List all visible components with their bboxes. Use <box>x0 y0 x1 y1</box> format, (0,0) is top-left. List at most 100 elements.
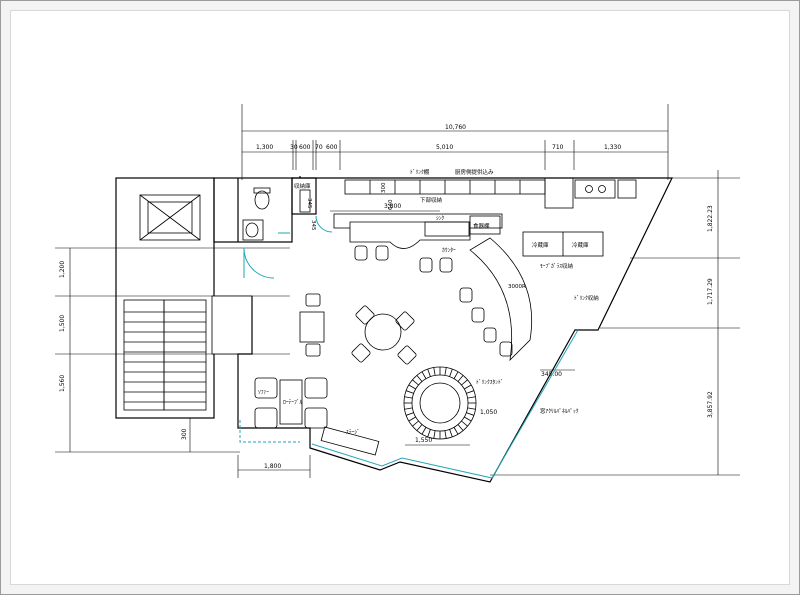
stand-tick <box>412 379 419 386</box>
dim-circle: 1,050 <box>480 409 497 416</box>
stair-landing-wall <box>211 295 253 355</box>
dim-right-3: 3,857.92 <box>707 391 714 418</box>
sofa-chair <box>304 377 328 399</box>
stand-tick <box>466 390 474 394</box>
drawing-sheet <box>10 10 790 585</box>
stand-tick <box>467 407 476 410</box>
stair-treads <box>124 311 206 403</box>
chair <box>351 343 371 363</box>
label-lower-storage: 下部収納 <box>420 196 443 204</box>
stool <box>354 245 368 261</box>
toilet-icon <box>254 190 270 210</box>
stool <box>459 287 473 303</box>
stand-tick <box>427 369 431 377</box>
label-storage: 収納庫 <box>294 182 311 190</box>
stair-core <box>115 177 253 419</box>
stand-tick <box>457 375 464 382</box>
label-mop-storage: ﾓｰﾌﾟｶﾞﾗｽ収納 <box>540 262 574 270</box>
stove-icon <box>574 179 616 199</box>
stool <box>375 245 389 261</box>
dim-bottom-mid: 1,550 <box>415 437 432 444</box>
drink-stand: ﾄﾞﾘﾝｸｽﾀﾝﾄﾞ <box>403 366 504 440</box>
stand-tick <box>421 427 427 435</box>
stand-tick <box>464 416 472 422</box>
stand-tick <box>427 429 431 437</box>
stair-flight-right <box>163 299 207 411</box>
dim-left-1: 1,200 <box>59 261 66 278</box>
sofa-lounge: ｿﾌｧｰ ﾛｰﾃｰﾌﾞﾙ <box>254 377 328 429</box>
stair-flight-left <box>123 299 165 411</box>
label-counter: ｶｳﾝﾀｰ <box>442 247 456 254</box>
stand-tick <box>453 427 459 435</box>
sofa-chair <box>254 377 278 399</box>
dim-top-7: 710 <box>552 144 564 151</box>
dim-left-small: 300 <box>181 428 188 440</box>
label-cupboard: 食器棚 <box>473 222 490 230</box>
stool <box>483 327 497 343</box>
chair <box>305 343 321 357</box>
top-dimensions: 10,760 1,300 30 600 70 600 5,010 710 1,3… <box>241 104 669 212</box>
chair <box>305 293 321 307</box>
stand-tick <box>416 375 423 382</box>
label-fridge-b: 冷蔵庫 <box>572 241 589 249</box>
fridges: 冷蔵庫 冷蔵庫 ﾓｰﾌﾟｶﾞﾗｽ収納 ﾄﾞﾘﾝｸ収納 <box>522 231 604 302</box>
dim-inner-width: 3,800 <box>384 203 401 210</box>
stool <box>471 307 485 323</box>
stand-tick <box>449 429 453 437</box>
dim-left-2: 1,500 <box>59 315 66 332</box>
label-stage: ｽﾃｰｼﾞ <box>346 429 360 436</box>
stand-tick <box>404 396 413 399</box>
elevator-shaft <box>139 194 201 241</box>
dim-top-8: 1,330 <box>604 144 621 151</box>
dim-640: 640 <box>388 199 394 210</box>
stand-tick <box>444 367 447 376</box>
label-sofa: ｿﾌｧｰ <box>258 389 269 396</box>
dim-top-6: 5,010 <box>436 144 453 151</box>
stand-tick <box>412 420 419 427</box>
label-kitchen-provision: 厨房側提供込み <box>455 168 494 176</box>
label-drink-shelf: ﾄﾞﾘﾝｸ棚 <box>410 168 430 176</box>
stand-tick <box>461 420 468 427</box>
stage: ｽﾃｰｼﾞ <box>320 426 380 456</box>
bar-stools <box>354 245 513 357</box>
window-line <box>311 329 579 479</box>
cupboard <box>469 215 501 235</box>
stand-ticks <box>404 367 476 439</box>
dim-300: 300 <box>381 182 387 193</box>
stand-tick <box>408 416 416 422</box>
bench <box>299 311 325 343</box>
stool <box>439 257 453 273</box>
stand-tick <box>416 424 423 431</box>
chair <box>355 305 375 325</box>
stand-tick <box>421 371 427 379</box>
stand-tick <box>406 390 414 394</box>
curved-bar-counter <box>469 237 533 362</box>
label-fridge-a: 冷蔵庫 <box>532 241 549 249</box>
stand-tick <box>408 384 416 390</box>
round-table <box>364 313 402 351</box>
stand-tick <box>433 367 436 376</box>
stand-tick <box>404 407 413 410</box>
dim-total-width: 10,760 <box>445 124 466 131</box>
dim-300-mark: 300 640 <box>381 182 394 210</box>
dim-top-4: 70 <box>315 144 323 151</box>
door-swing <box>243 247 275 279</box>
bar-counter: ｼﾝｸ 食器棚 ｶｳﾝﾀｰ 3000R <box>333 213 533 362</box>
dim-right-1: 1,822.23 <box>707 205 714 232</box>
stand-tick <box>433 430 436 439</box>
sofa-chair <box>254 407 278 429</box>
stage-platform <box>320 426 380 456</box>
stand-tick <box>444 430 447 439</box>
dim-top-2: 30 <box>290 144 298 151</box>
storage-room: 収納庫 345 345 <box>291 177 317 231</box>
label-drink-stand: ﾄﾞﾘﾝｸｽﾀﾝﾄﾞ <box>476 379 504 386</box>
stand-tick <box>461 379 468 386</box>
dim-left-3: 1,560 <box>59 375 66 392</box>
label-low-table: ﾛｰﾃｰﾌﾞﾙ <box>283 399 303 406</box>
back-bar-shelving: ﾄﾞﾘﾝｸ棚 厨房側提供込み 下部収納 <box>344 168 637 209</box>
stand-tick <box>464 384 472 390</box>
dim-345-b: 345 <box>310 220 316 231</box>
exterior-wall <box>237 177 673 483</box>
stand-tick <box>467 396 476 399</box>
